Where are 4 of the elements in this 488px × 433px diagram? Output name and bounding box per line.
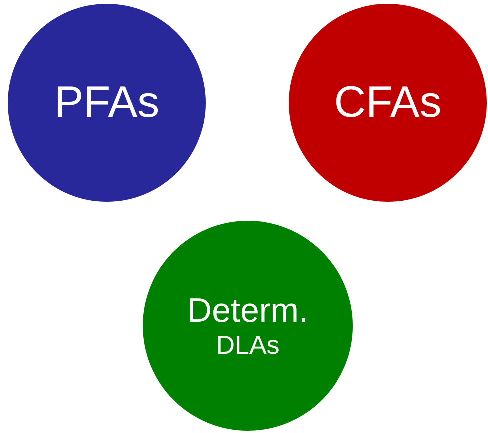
circle-label: PFAs	[54, 78, 160, 128]
circle-label: DLAs	[216, 330, 280, 360]
circle-label: CFAs	[334, 78, 442, 128]
circle-label: Determ.	[188, 292, 308, 331]
